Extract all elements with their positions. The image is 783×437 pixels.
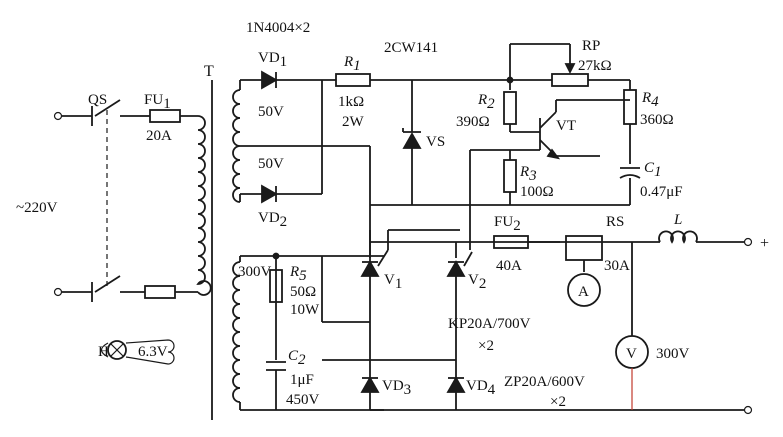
label-inductor: L [673, 212, 682, 228]
label-r5: R5 [289, 264, 307, 284]
label-vd4: VD4 [466, 378, 496, 398]
label-r5-power: 10W [290, 302, 320, 318]
thyristor-v2 [446, 260, 466, 277]
label-voltmeter: V [626, 346, 637, 362]
label-r2: R2 [477, 92, 495, 112]
secondary-winding-50v [232, 89, 241, 203]
label-r2-value: 390Ω [456, 114, 490, 130]
label-diode-qty: ×2 [550, 394, 566, 410]
label-mains: ~220V [16, 200, 58, 216]
label-r4-value: 360Ω [640, 112, 674, 128]
pilot-lamp [100, 339, 175, 365]
label-c2-voltage: 450V [286, 392, 320, 408]
shunt-rs [565, 235, 603, 261]
label-winding-300v: 300V [238, 264, 272, 280]
label-winding-50v-b: 50V [258, 156, 284, 172]
label-rp: RP [582, 38, 600, 54]
label-winding-50v-a: 50V [258, 104, 284, 120]
qs-blade-top [94, 99, 121, 117]
diode-vd2 [261, 184, 278, 204]
input-terminal-bottom [53, 287, 63, 297]
label-r5-value: 50Ω [290, 284, 316, 300]
label-v2: V2 [468, 272, 486, 292]
label-vs: VS [426, 134, 445, 150]
label-rs-rating: 30A [604, 258, 630, 274]
secondary-winding-300v [232, 261, 241, 403]
output-stage [493, 230, 753, 415]
label-c2: C2 [288, 348, 306, 368]
diode-vd4 [446, 376, 466, 393]
label-r3: R3 [519, 164, 537, 184]
output-terminal-plus [743, 237, 753, 247]
label-scr-qty: ×2 [478, 338, 494, 354]
rectifier-bridge [321, 229, 744, 411]
label-vd1: VD1 [258, 50, 287, 70]
resistor-r3 [503, 159, 517, 193]
ammeter [567, 273, 601, 307]
label-lamp: H [98, 344, 109, 360]
label-transformer: T [204, 63, 214, 80]
label-rp-value: 27kΩ [578, 58, 612, 74]
thyristor-v1 [360, 260, 380, 277]
resistor-r2 [503, 91, 517, 125]
lamp-winding [125, 339, 175, 365]
label-r4: R4 [641, 90, 659, 110]
label-rs: RS [606, 214, 624, 230]
diode-vd3 [360, 376, 380, 393]
label-c1: C1 [644, 160, 662, 180]
label-diode-pair: 1N4004×2 [246, 20, 310, 36]
lamp-h [107, 340, 127, 360]
label-vd3: VD3 [382, 378, 411, 398]
primary-winding [196, 115, 212, 296]
label-diode-part: ZP20A/600V [504, 374, 585, 390]
transformer [196, 80, 241, 420]
resistor-r1 [335, 73, 371, 87]
label-scr-part: KP20A/700V [448, 316, 531, 332]
label-lamp-voltage: 6.3V [138, 344, 168, 360]
label-fu2: FU2 [494, 214, 521, 234]
label-output-voltage: 300V [656, 346, 690, 362]
resistor-r5 [269, 269, 283, 303]
trigger-circuit [469, 43, 641, 250]
zener-vs [402, 132, 422, 149]
potentiometer-rp [551, 73, 589, 87]
control-supply [239, 70, 630, 410]
mains-input [53, 99, 198, 302]
fuse-bottom [144, 285, 176, 299]
label-c2-value: 1μF [290, 372, 314, 388]
label-r1-value: 1kΩ [338, 94, 364, 110]
label-fu1-rating: 20A [146, 128, 172, 144]
label-vd2: VD2 [258, 210, 287, 230]
label-r3-value: 100Ω [520, 184, 554, 200]
label-plus: + [760, 235, 769, 252]
label-c1-value: 0.47μF [640, 184, 683, 200]
input-terminal-top [53, 111, 63, 121]
resistor-r4 [623, 89, 637, 125]
label-vt: VT [556, 118, 576, 134]
label-switch: QS [88, 92, 107, 108]
labels: 1N4004×2 2CW141 T QS FU1 20A ~220V H 6.3… [16, 20, 769, 410]
label-v1: V1 [384, 272, 402, 292]
label-r1: R1 [343, 54, 361, 74]
diode-vd1 [261, 70, 278, 90]
label-r1-power: 2W [342, 114, 365, 130]
main-supply [239, 252, 384, 411]
label-zener-part: 2CW141 [384, 40, 438, 56]
label-fu1: FU1 [144, 92, 171, 112]
output-terminal-minus [743, 405, 753, 415]
inductor-l [658, 230, 698, 244]
label-ammeter: A [578, 284, 589, 300]
label-fu2-rating: 40A [496, 258, 522, 274]
